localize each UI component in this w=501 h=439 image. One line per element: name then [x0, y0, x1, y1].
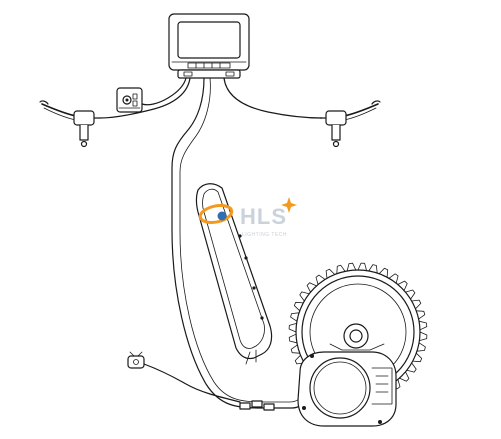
battery-outline [195, 183, 273, 360]
mid-drive-motor [297, 323, 397, 427]
display-mount [177, 69, 241, 79]
display-buttons [195, 62, 221, 69]
display-mount-clip-left [183, 71, 193, 77]
left-lever-clamp [73, 110, 95, 126]
cable-main-down [171, 77, 263, 409]
chainring-tooth [415, 310, 426, 320]
motor-bolt-3 [302, 406, 306, 410]
handlebar-remote [116, 87, 143, 113]
cable-main-down-second [179, 77, 263, 403]
display-button-strip [187, 62, 231, 69]
motor-bolt-1 [310, 354, 314, 358]
left-lever-reservoir [79, 124, 89, 141]
speed-sensor-tab [129, 351, 143, 357]
speed-sensor-magnet [133, 359, 139, 365]
right-lever-clamp [325, 110, 347, 126]
chainring-tooth [418, 320, 428, 331]
battery-bolt-3 [252, 286, 256, 290]
speed-sensor [127, 351, 241, 403]
chainring-tooth [388, 273, 399, 284]
chainring-tooth [419, 331, 428, 341]
chainring-tooth [290, 312, 300, 322]
right-lever-bolt [332, 140, 340, 148]
chainring-tooth [315, 274, 326, 285]
right-lever-blade-edge [343, 107, 377, 121]
battery-connector [245, 349, 257, 365]
brake-lever-right [319, 100, 381, 148]
chainring-tooth [357, 262, 367, 271]
motor-axle [349, 329, 363, 343]
speed-sensor-body [127, 355, 145, 369]
chainring-tooth [336, 264, 346, 275]
chainring-tooth [299, 291, 310, 302]
right-lever-blade [343, 103, 379, 117]
display-mount-clip-right [225, 71, 235, 77]
remote-button-center [125, 98, 129, 102]
cable-connector-2 [251, 400, 263, 408]
chainring-tooth [416, 342, 426, 352]
chainring-tooth [346, 262, 357, 272]
motor-vents [375, 375, 389, 393]
left-lever-blade-edge [43, 107, 77, 121]
chainring-tooth [397, 280, 408, 291]
watermark-dot [217, 211, 227, 221]
motor-cover-inner [313, 361, 367, 415]
chainring-tooth [288, 333, 298, 344]
cable-connector-3 [263, 403, 275, 411]
chainring-tooth [306, 282, 317, 293]
motor-top-ridge [329, 343, 385, 351]
remote-button-circle [122, 95, 132, 105]
motor-side-panel [371, 367, 393, 405]
chainring-tooth [293, 301, 304, 312]
cable-display-to-right-lever [223, 77, 323, 119]
watermark-subtitle: LIGHTING TECH [242, 232, 287, 238]
display-unit [168, 13, 250, 79]
cable-display-to-remote [141, 77, 187, 106]
left-lever-bolt [80, 140, 88, 148]
chainring-tooth [325, 268, 336, 279]
right-lever-tip [371, 100, 381, 105]
chainring-tooth [406, 362, 417, 373]
brake-lever-left [39, 100, 101, 148]
remote-button-down [132, 100, 138, 107]
motor-axle-boss [343, 323, 369, 349]
watermark-swoosh [198, 203, 234, 225]
cable-display-to-left-lever [99, 77, 191, 119]
speed-sensor-cable [143, 363, 241, 403]
remote-button-up [132, 93, 138, 100]
cable-connector-1 [239, 402, 251, 410]
watermark-star-icon [281, 197, 297, 213]
chainring-tooth [378, 267, 389, 278]
chainring-tooth [368, 264, 378, 274]
chainring-tooth [290, 344, 301, 354]
left-lever-tip [39, 100, 49, 105]
battery-bolt-1 [238, 234, 242, 238]
motor-cover [309, 357, 371, 419]
battery-inner [202, 188, 265, 349]
left-lever-blade [41, 103, 77, 117]
chainring-tooth [412, 352, 423, 363]
chainring-tooth [411, 299, 422, 310]
frame-battery [195, 183, 273, 365]
chainring-tooth [294, 354, 305, 365]
wiring-harness [99, 77, 323, 411]
battery-bolt-2 [244, 256, 248, 260]
battery-bolt-4 [260, 316, 264, 320]
watermark-text: HLS [240, 204, 287, 229]
chainring-tooth [288, 323, 297, 333]
watermark-logo: HLS LIGHTING TECH [198, 197, 297, 238]
right-lever-reservoir [331, 124, 341, 141]
motor-bolt-2 [378, 420, 382, 424]
display-screen [177, 21, 241, 59]
chainring-tooth [399, 371, 410, 382]
chainring-tooth [405, 289, 416, 300]
